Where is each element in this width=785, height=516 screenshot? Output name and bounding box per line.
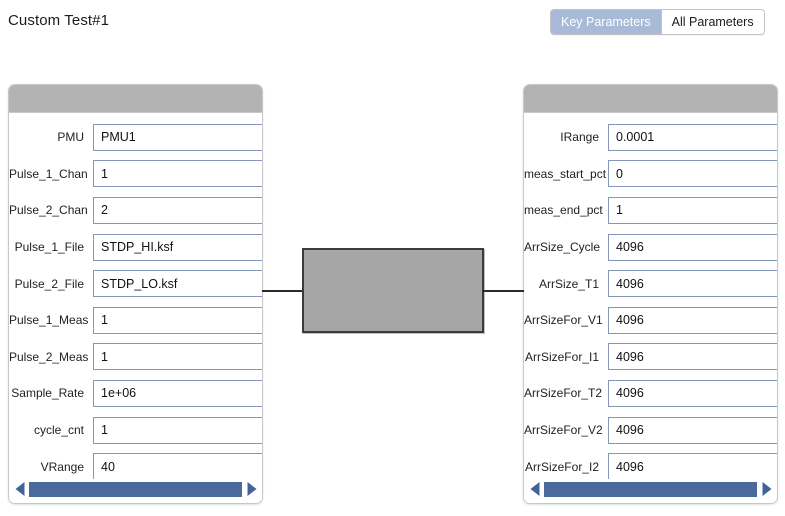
- parameter-view-toggle-group[interactable]: Key Parameters All Parameters: [550, 9, 765, 35]
- field-input-pulse-2-file[interactable]: [93, 270, 262, 298]
- device-diagram: [262, 240, 524, 345]
- field-input-arrsizefor-v1[interactable]: [608, 306, 777, 334]
- field-label-pulse-2-file: Pulse_2_File: [14, 276, 84, 291]
- field-input-sample-rate[interactable]: [93, 379, 262, 407]
- field-row: ArrSizeFor_V2: [524, 412, 777, 449]
- field-label-meas-end-pct: meas_end_pct: [524, 203, 603, 218]
- field-input-arrsize-cycle[interactable]: [608, 233, 777, 261]
- field-label-vrange: VRange: [40, 459, 84, 474]
- field-label-pmu: PMU: [57, 130, 84, 145]
- field-label-pulse-2-chan: Pulse_2_Chan: [9, 203, 88, 218]
- field-label-cycle-cnt: cycle_cnt: [33, 423, 84, 438]
- field-input-arrsizefor-t2[interactable]: [608, 379, 777, 407]
- left-panel-field-list: PMU Pulse_1_ChanPulse_2_ChanPulse_1_FileP…: [9, 113, 262, 479]
- field-row: cycle_cnt: [9, 412, 262, 449]
- field-row: ArrSizeFor_V1: [524, 302, 777, 339]
- field-row: Pulse_1_Meas: [9, 302, 262, 339]
- left-panel-horizontal-scrollbar[interactable]: [9, 479, 262, 503]
- scroll-right-arrow-icon[interactable]: [760, 482, 773, 497]
- field-input-meas-start-pct[interactable]: [608, 160, 777, 188]
- right-scroll-track[interactable]: [544, 481, 757, 497]
- field-row: Pulse_1_Chan: [9, 156, 262, 193]
- field-input-pulse-2-meas[interactable]: [93, 343, 262, 371]
- scroll-left-arrow-icon[interactable]: [13, 482, 26, 497]
- field-input-arrsizefor-i1[interactable]: [608, 343, 777, 371]
- tab-all-parameters[interactable]: All Parameters: [660, 10, 764, 34]
- left-panel-header: [9, 85, 262, 113]
- field-label-arrsizefor-t2: ArrSizeFor_T2: [524, 386, 603, 401]
- right-panel-header: [524, 85, 777, 113]
- field-row: ArrSizeFor_I2: [524, 448, 777, 479]
- right-lead-wire: [482, 290, 524, 292]
- field-label-meas-start-pct: meas_start_pct: [524, 166, 607, 181]
- field-label-pulse-1-meas: Pulse_1_Meas: [9, 313, 89, 328]
- field-label-pulse-2-meas: Pulse_2_Meas: [9, 349, 89, 364]
- field-label-pulse-1-file: Pulse_1_File: [14, 240, 84, 255]
- field-input-pulse-1-file[interactable]: [93, 233, 262, 261]
- device-under-test-box: [302, 248, 484, 333]
- field-label-irange: IRange: [560, 130, 599, 145]
- scroll-left-arrow-icon[interactable]: [528, 482, 541, 497]
- field-label-sample-rate: Sample_Rate: [11, 386, 84, 401]
- field-input-irange[interactable]: [608, 123, 777, 151]
- field-input-pulse-2-chan[interactable]: [93, 196, 262, 224]
- field-label-arrsize-t1: ArrSize_T1: [538, 276, 599, 291]
- field-row: ArrSize_T1: [524, 265, 777, 302]
- field-input-vrange[interactable]: [93, 453, 262, 479]
- page-title: Custom Test#1: [8, 12, 110, 29]
- field-input-arrsizefor-i2[interactable]: [608, 453, 777, 479]
- field-row: Pulse_2_Meas: [9, 339, 262, 376]
- field-label-arrsizefor-i2: ArrSizeFor_I2: [524, 459, 599, 474]
- field-input-pmu[interactable]: [93, 123, 262, 151]
- field-row: VRange: [9, 448, 262, 479]
- field-row: Pulse_2_Chan: [9, 192, 262, 229]
- field-label-arrsizefor-v1: ArrSizeFor_V1: [524, 313, 603, 328]
- field-input-arrsize-t1[interactable]: [608, 270, 777, 298]
- field-row: Pulse_2_File: [9, 265, 262, 302]
- field-label-arrsizefor-v2: ArrSizeFor_V2: [524, 423, 603, 438]
- left-parameters-panel: PMU Pulse_1_ChanPulse_2_ChanPulse_1_FileP…: [8, 84, 263, 504]
- field-input-arrsizefor-v2[interactable]: [608, 416, 777, 444]
- field-row: PMU: [9, 119, 262, 156]
- left-scroll-track[interactable]: [29, 481, 242, 497]
- left-lead-wire: [262, 290, 304, 292]
- field-row: meas_end_pct: [524, 192, 777, 229]
- right-panel-field-list: IRange meas_start_pct meas_end_pctArrSize_…: [524, 113, 777, 479]
- field-label-arrsize-cycle: ArrSize_Cycle: [524, 240, 601, 255]
- field-row: ArrSizeFor_T2: [524, 375, 777, 412]
- field-row: ArrSizeFor_I1: [524, 339, 777, 376]
- field-label-arrsizefor-i1: ArrSizeFor_I1: [524, 349, 599, 364]
- field-row: Sample_Rate: [9, 375, 262, 412]
- left-scroll-thumb[interactable]: [29, 481, 242, 497]
- right-panel-horizontal-scrollbar[interactable]: [524, 479, 777, 503]
- scroll-right-arrow-icon[interactable]: [245, 482, 258, 497]
- field-row: ArrSize_Cycle: [524, 229, 777, 266]
- field-input-pulse-1-chan[interactable]: [93, 160, 262, 188]
- field-input-pulse-1-meas[interactable]: [93, 306, 262, 334]
- tab-key-parameters[interactable]: Key Parameters: [551, 10, 661, 34]
- field-input-cycle-cnt[interactable]: [93, 416, 262, 444]
- field-row: Pulse_1_File: [9, 229, 262, 266]
- field-row: IRange: [524, 119, 777, 156]
- field-row: meas_start_pct: [524, 156, 777, 193]
- field-input-meas-end-pct[interactable]: [608, 196, 777, 224]
- field-label-pulse-1-chan: Pulse_1_Chan: [9, 166, 88, 181]
- right-scroll-thumb[interactable]: [544, 481, 757, 497]
- right-parameters-panel: IRange meas_start_pct meas_end_pctArrSize_…: [523, 84, 778, 504]
